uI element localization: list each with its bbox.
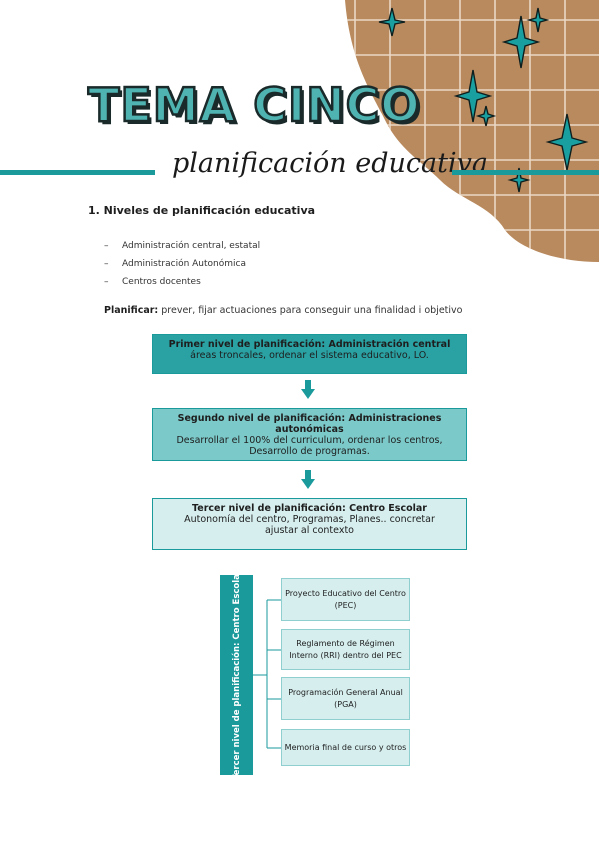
definition-term: Planificar: bbox=[104, 305, 159, 316]
section-heading: 1. Niveles de planificación educativa bbox=[88, 204, 316, 217]
tree-item-rri: Reglamento de Régimen Interno (RRI) dent… bbox=[281, 629, 410, 670]
tree-item-pga: Programación General Anual (PGA) bbox=[281, 677, 410, 720]
level-three-box: Tercer nivel de planificación: Centro Es… bbox=[152, 498, 467, 550]
definition: Planificar: prever, fijar actuaciones pa… bbox=[104, 305, 462, 316]
level-three-title: Tercer nivel de planificación: Centro Es… bbox=[192, 503, 427, 514]
level-three-text-1: Autonomía del centro, Programas, Planes.… bbox=[184, 514, 435, 525]
definition-text: prever, fijar actuaciones para conseguir… bbox=[161, 305, 463, 316]
level-three-text-2: ajustar al contexto bbox=[264, 525, 354, 536]
level-two-box: Segundo nivel de planificación: Administ… bbox=[152, 408, 467, 461]
tree-item-pec: Proyecto Educativo del Centro (PEC) bbox=[281, 578, 410, 621]
tree-item-memoria: Memoria final de curso y otros bbox=[281, 729, 410, 766]
page-subtitle: planificación educativa bbox=[172, 148, 488, 179]
title-rule-right bbox=[452, 170, 599, 175]
down-arrow-icon bbox=[301, 380, 315, 399]
level-one-text: áreas troncales, ordenar el sistema educ… bbox=[190, 350, 429, 361]
title-rule-left bbox=[0, 170, 155, 175]
list-item: –Administración Autonómica bbox=[104, 259, 246, 269]
levels-list: –Administración central, estatal –Admini… bbox=[104, 241, 260, 295]
list-item: –Centros docentes bbox=[104, 277, 201, 287]
level-two-text-2: Desarrollo de programas. bbox=[249, 446, 370, 457]
third-level-label-bar: Tercer nivel de planificación: Centro Es… bbox=[220, 570, 253, 780]
list-item: –Administración central, estatal bbox=[104, 241, 261, 251]
page-title: TEMA CINCO bbox=[87, 77, 421, 134]
level-one-box: Primer nivel de planificación: Administr… bbox=[152, 334, 467, 374]
level-two-text-1: Desarrollar el 100% del curriculum, orde… bbox=[176, 435, 443, 446]
level-two-title: Segundo nivel de planificación: Administ… bbox=[177, 413, 442, 435]
level-one-title: Primer nivel de planificación: Administr… bbox=[168, 339, 451, 350]
down-arrow-icon bbox=[301, 470, 315, 489]
